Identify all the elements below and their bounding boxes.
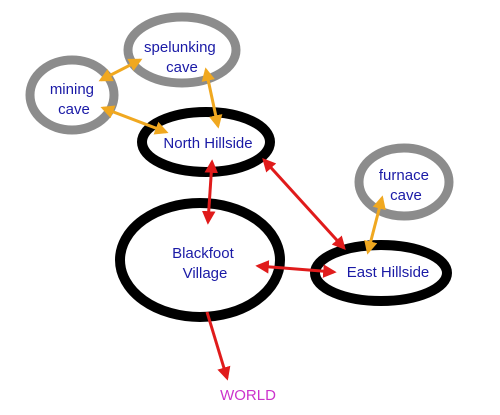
node-labels: spelunking cave mining cave North Hillsi… [50,39,433,404]
cave-arrows [98,58,386,255]
spelunking-cave-label: spelunking cave [144,39,220,76]
furnace-cave-label-line2: cave [390,187,422,204]
arrow-village-to-east-hillside [255,260,337,278]
furnace-cave-label-line1: furnace [379,167,429,184]
world-label: WORLD [220,387,276,404]
north-hillside-label: North Hillside [163,135,252,152]
arrow-north-hillside-to-village [201,159,219,225]
mining-cave-label-line1: mining [50,81,94,98]
blackfoot-village-label: Blackfoot Village [172,245,238,282]
arrow-mining-to-spelunking [98,58,143,82]
road-arrows [201,158,346,381]
furnace-cave-label: furnace cave [379,167,433,204]
blackfoot-village-label-line2: Village [183,265,228,282]
spelunking-cave-label-line1: spelunking [144,39,216,56]
mining-cave-outline [25,55,119,135]
mining-cave-label: mining cave [50,81,98,118]
spelunking-cave-label-line2: cave [166,59,198,76]
node-outlines [25,12,454,322]
arrow-north-hillside-to-east-hillside [262,158,346,250]
east-hillside-label: East Hillside [347,264,430,281]
furnace-cave-outline [354,143,454,221]
arrow-furnace-to-east-hillside [364,195,386,255]
blackfoot-village-outline [115,198,285,322]
spelunking-cave-outline [123,12,241,88]
mining-cave-label-line2: cave [58,101,90,118]
arrow-spelunking-to-north-hillside [201,67,223,129]
arrow-village-to-world [205,311,231,381]
blackfoot-village-label-line1: Blackfoot [172,245,235,262]
arrow-mining-to-north-hillside [100,105,169,135]
